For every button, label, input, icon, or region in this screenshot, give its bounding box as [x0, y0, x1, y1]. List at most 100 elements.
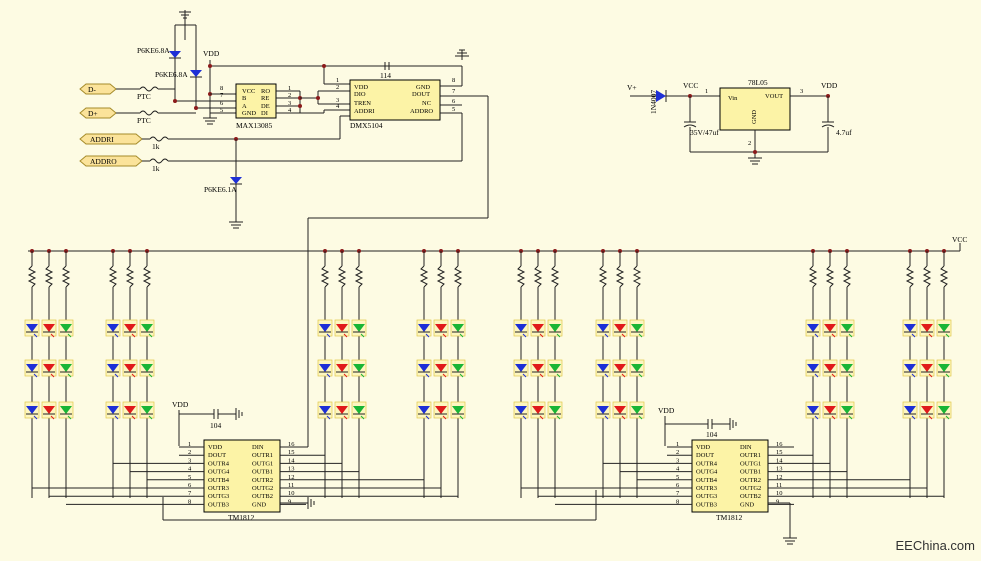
dmx-chip — [349, 79, 441, 121]
resistor-icon — [598, 265, 608, 288]
led-icon — [549, 324, 561, 332]
max-num-r1: 2 — [288, 92, 291, 99]
resistor-icon — [354, 265, 364, 288]
cap114-label: 114 — [380, 71, 391, 80]
led-icon — [532, 364, 544, 372]
tm-right-num: 13 — [288, 466, 295, 473]
resistor-icon — [125, 265, 135, 288]
led-icon — [319, 364, 331, 372]
vplus-label: V+ — [627, 83, 637, 92]
tm-left-num: 7 — [676, 490, 680, 497]
led-icon — [141, 406, 153, 414]
led-icon — [26, 364, 38, 372]
max-right-pin-3: DI — [261, 110, 268, 117]
dmx-left-pin-1: DIO — [354, 91, 366, 98]
reg-pin-gnd: 2 — [748, 140, 751, 147]
tm-left-num: 8 — [676, 498, 679, 505]
tm-left-num: 8 — [188, 498, 191, 505]
resistor-icon — [453, 265, 463, 288]
tm-left-num: 7 — [188, 490, 192, 497]
led-icon — [921, 406, 933, 414]
led-icon — [807, 406, 819, 414]
led-icon — [532, 406, 544, 414]
led-icon — [124, 324, 136, 332]
tm-left-pin: OUTR3 — [208, 485, 229, 492]
reg-vout: VOUT — [765, 93, 783, 100]
d-minus-port — [79, 83, 117, 95]
max-num-r2: 3 — [288, 100, 291, 107]
led-icon — [435, 324, 447, 332]
led-icon — [452, 324, 464, 332]
led-icon — [597, 406, 609, 414]
led-group-5 — [513, 249, 563, 498]
led-icon — [921, 364, 933, 372]
led-icon — [124, 364, 136, 372]
tm-right-num: 9 — [288, 498, 291, 505]
resistor-icon — [939, 265, 949, 288]
d-plus-label: D+ — [88, 109, 98, 118]
tm-right-pin: OUTR1 — [740, 452, 761, 459]
tm-right-num: 12 — [776, 474, 783, 481]
led-icon — [141, 324, 153, 332]
led-icon — [921, 324, 933, 332]
led-icon — [904, 364, 916, 372]
tm-right-pin: OUTB2 — [740, 493, 761, 500]
resistor-icon — [808, 265, 818, 288]
led-icon — [841, 364, 853, 372]
tm-right-pin: DIN — [252, 444, 264, 451]
tm-right-num: 11 — [776, 482, 782, 489]
resistor-icon — [516, 265, 526, 288]
dmx-num-r0: 8 — [452, 77, 455, 84]
tm-right-pin: OUTR2 — [252, 477, 273, 484]
tm-right-pin: OUTB2 — [252, 493, 273, 500]
led-icon — [353, 364, 365, 372]
tm-right-num: 16 — [776, 441, 783, 448]
input-section: P6KE6.8A P6KE6.8A D- D+ PTC PTC ADDRI AD… — [79, 10, 489, 447]
tm-left-num: 6 — [676, 482, 680, 489]
led-icon — [824, 364, 836, 372]
resistor-icon — [320, 265, 330, 288]
resistor-icon — [632, 265, 642, 288]
tm-right-pin: OUTR2 — [740, 477, 761, 484]
tm-right-pin: OUTG1 — [740, 460, 761, 467]
resistor-icon — [337, 265, 347, 288]
led-icon — [336, 406, 348, 414]
led-icon — [549, 406, 561, 414]
led-icon — [631, 324, 643, 332]
led-icon — [319, 406, 331, 414]
dmx-right-pin-0: GND — [416, 84, 430, 91]
max-right-pin-2: DE — [261, 103, 270, 110]
tm-left-pin: OUTR4 — [696, 460, 718, 467]
resistor-icon — [27, 265, 37, 288]
tm-right-pin: OUTB1 — [252, 469, 273, 476]
led-icon — [597, 324, 609, 332]
resistor-icon — [436, 265, 446, 288]
resistor-icon — [825, 265, 835, 288]
dmx-num-l3: 4 — [336, 103, 340, 110]
tm-left-num: 4 — [676, 466, 680, 473]
led-icon — [107, 364, 119, 372]
resistor-icon — [142, 265, 152, 288]
d-minus-label: D- — [88, 85, 96, 94]
tm-right-pin: OUTG2 — [740, 485, 761, 492]
max-left-pin-1: B — [242, 95, 247, 102]
tm-right-num: 14 — [776, 457, 783, 464]
max-num-r3: 4 — [288, 107, 292, 114]
tm-left-num: 2 — [188, 449, 191, 456]
led-icon — [631, 364, 643, 372]
diode-label: 1N4007 — [649, 90, 658, 114]
reg-pin-out: 3 — [800, 88, 803, 95]
dmx-left-pin-0: VDD — [354, 84, 368, 91]
resistor-icon — [922, 265, 932, 288]
max-num-l3: 5 — [220, 107, 223, 114]
tm1812-name-2: TM1812 — [716, 513, 743, 522]
led-icon — [515, 406, 527, 414]
tm-left-num: 4 — [188, 466, 192, 473]
tm-right-pin: OUTB1 — [740, 469, 761, 476]
max-num-l0: 8 — [220, 85, 223, 92]
addr1-label: ADDRI — [90, 135, 114, 144]
tm-left-pin: OUTG4 — [208, 469, 230, 476]
tvs-diode-2-icon — [190, 70, 202, 77]
led-group-8 — [902, 249, 952, 498]
